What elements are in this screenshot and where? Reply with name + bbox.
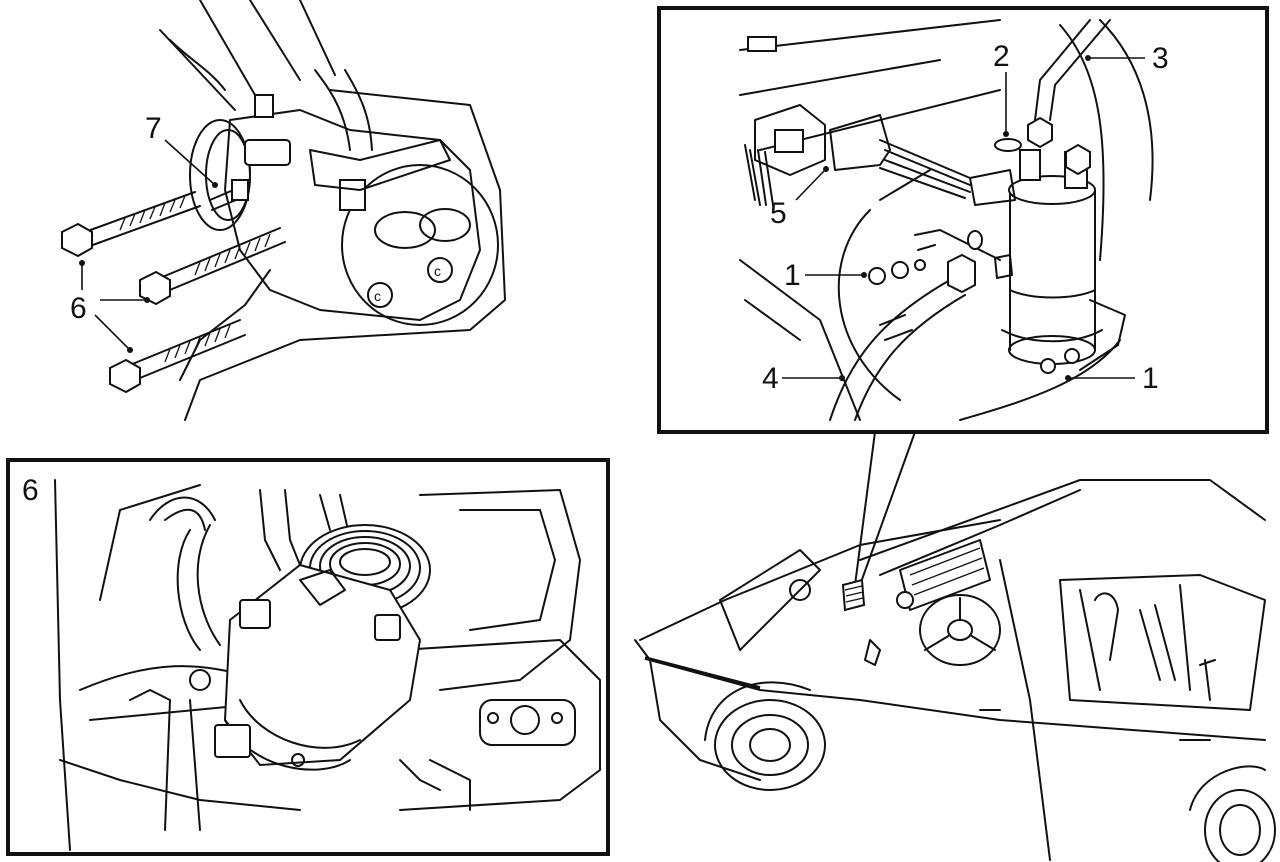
callout-4: 4: [762, 362, 779, 395]
callout-3: 3: [1152, 42, 1169, 75]
callout-2: 2: [993, 40, 1010, 73]
callout-1-right: 1: [1142, 362, 1159, 395]
mounting-bolt-upper: [61, 191, 201, 258]
svg-text:c: c: [374, 288, 381, 304]
car-overview: [634, 479, 1276, 862]
receiver-drier-inset: 2 3 5 1 4 1: [657, 6, 1269, 434]
callout-1-left: 1: [784, 259, 801, 292]
small-bolt-item-7: [209, 179, 249, 211]
svg-text:c: c: [434, 263, 441, 279]
callout-7: 7: [145, 112, 162, 145]
compressor-installed-inset: 6: [6, 458, 610, 856]
compressor-detail-view: c c 7 6: [61, 0, 506, 421]
inset-label-6: 6: [22, 474, 39, 507]
inset-pointer: [854, 431, 916, 586]
mounting-bolt-lower: [109, 319, 246, 394]
callout-6: 6: [70, 292, 87, 325]
mounting-bolt-middle: [139, 227, 286, 306]
callout-5: 5: [770, 197, 787, 230]
